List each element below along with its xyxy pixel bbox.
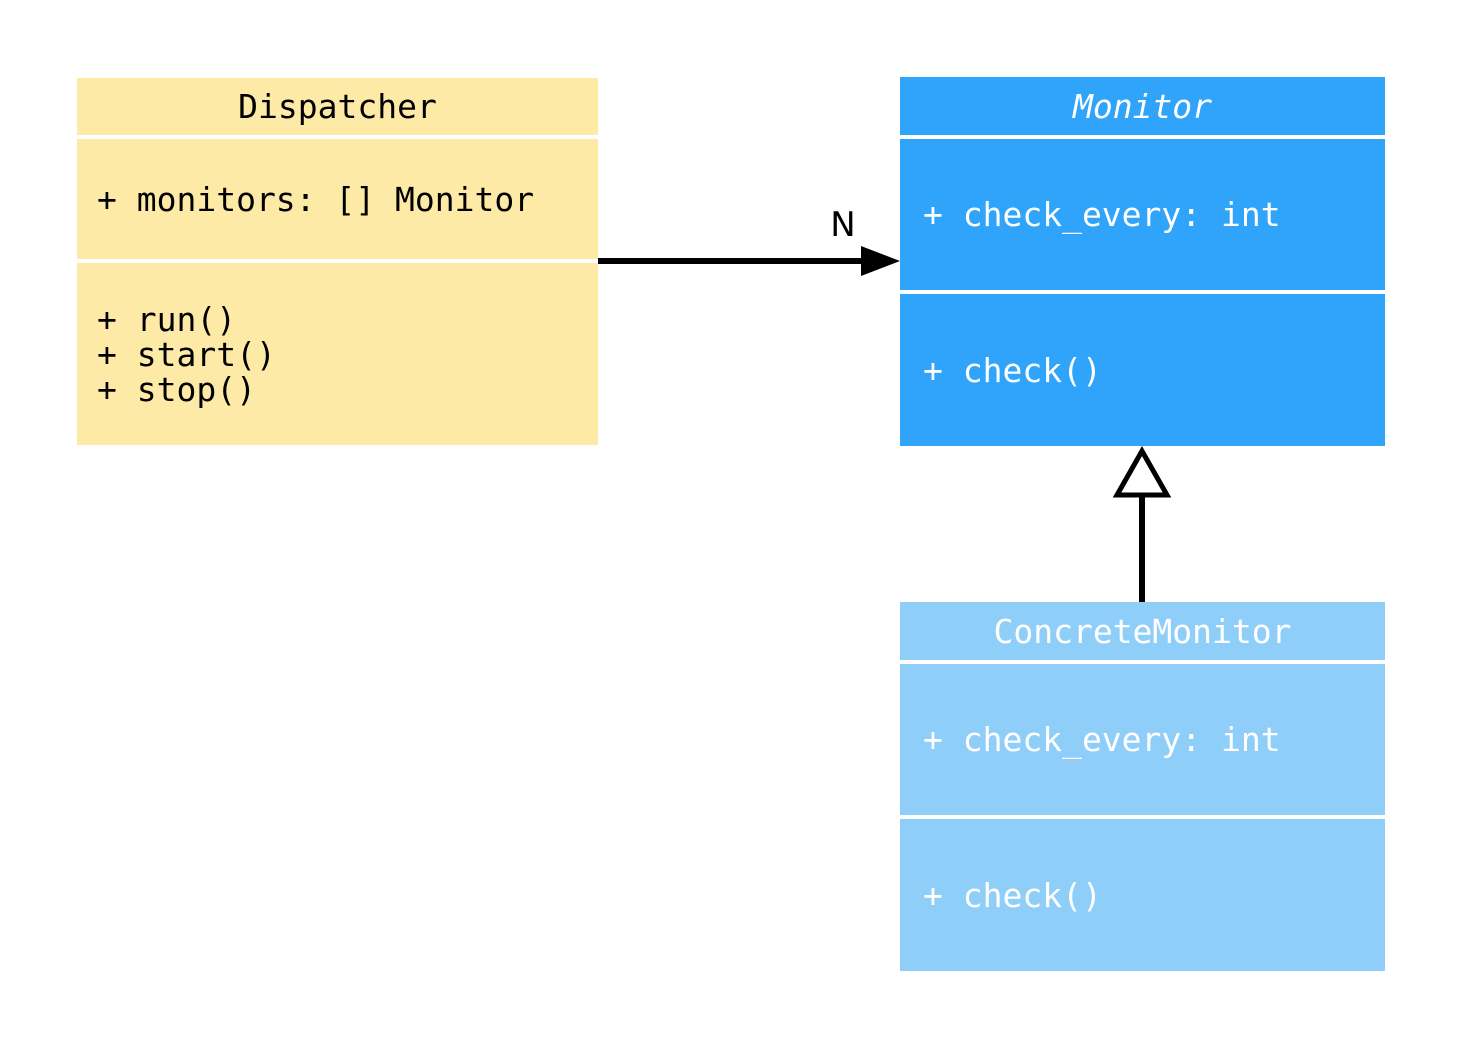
inheritance-arrow-concrete-monitor-monitor: [1112, 445, 1172, 602]
inheritance-triangle-icon: [1112, 445, 1172, 498]
methods-section-dispatcher: + run() + start() + stop(): [77, 263, 598, 445]
class-name-dispatcher: Dispatcher: [77, 78, 598, 135]
methods-section-monitor: + check(): [900, 294, 1385, 446]
attribute-line: + monitors: [] Monitor: [97, 179, 535, 219]
method-line: + check(): [923, 350, 1102, 390]
class-box-monitor: Monitor + check_every: int + check(): [900, 77, 1385, 446]
method-line: + stop(): [97, 369, 256, 409]
methods-section-concrete-monitor: + check(): [900, 819, 1385, 971]
association-arrowhead-icon: [861, 246, 900, 276]
method-line: + run(): [97, 299, 237, 339]
class-name-monitor: Monitor: [900, 77, 1385, 135]
association-arrow-dispatcher-monitor: [598, 246, 900, 276]
class-box-concrete-monitor: ConcreteMonitor + check_every: int + che…: [900, 602, 1385, 971]
attributes-section-concrete-monitor: + check_every: int: [900, 664, 1385, 815]
class-name-concrete-monitor: ConcreteMonitor: [900, 602, 1385, 660]
class-box-dispatcher: Dispatcher + monitors: [] Monitor + run(…: [77, 78, 598, 445]
association-multiplicity-label: N: [830, 205, 856, 245]
method-line: + check(): [923, 875, 1102, 915]
method-line: + start(): [97, 334, 276, 374]
attribute-line: + check_every: int: [923, 720, 1281, 759]
attribute-line: + check_every: int: [923, 195, 1281, 234]
attributes-section-monitor: + check_every: int: [900, 139, 1385, 290]
attributes-section-dispatcher: + monitors: [] Monitor: [77, 139, 598, 259]
